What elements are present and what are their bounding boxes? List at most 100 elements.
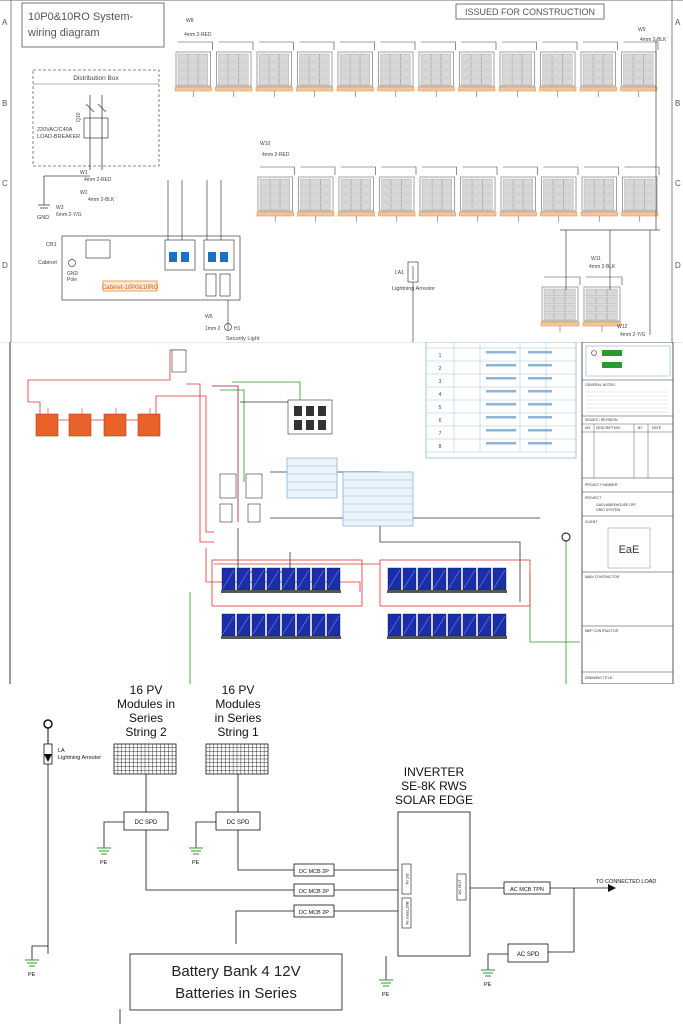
pv-module-blue [492,613,507,639]
w10-label: W10 [260,141,271,147]
w2-label: W2 [80,190,88,196]
battery-3 [103,413,127,437]
client-label: CLIENT [585,520,598,524]
pv-module-blue [281,613,296,639]
issued-stamp: ISSUED FOR CONSTRUCTION [465,7,595,17]
pe-label: PE [192,860,200,866]
string2-line4: String 2 [125,725,167,739]
dc-mcb-1-label: DC MCB 2P [299,869,329,875]
inverter-dc-port-label: DC IN [405,874,410,885]
pv-module-blue [326,567,341,593]
pv-module [539,41,578,97]
pv-module-string-2 [113,743,177,775]
inverter-line3: SOLAR EDGE [395,793,473,807]
pv-module-blue [281,567,296,593]
dc-spd-string2-label: DC SPD [135,820,158,826]
pv-module-blue [221,613,236,639]
pv-module-blue [432,613,447,639]
pv-array-row-2 [256,166,660,222]
title-box [21,2,165,48]
cb1-label: CB1 [46,242,57,248]
string1-line1: 16 PV [222,684,255,697]
ac-mcb-label: AC MCB TPN [510,887,544,893]
string1-line4: String 1 [217,725,259,739]
ground-icon: PE [379,974,393,998]
client-logo-box [607,527,651,569]
w3-label: W3 [56,205,64,211]
title-line-2: wiring diagram [27,27,100,39]
ground-icon: PE [189,842,203,866]
security-light: Security Light [226,336,260,342]
load-breaker [83,117,109,139]
pv-module [540,276,581,332]
pe-label: PE [28,972,36,978]
bom-row-number: 8 [439,444,442,450]
w8-label: W8 [186,18,194,24]
pv-module-blue [447,613,462,639]
pe-label: PE [100,860,108,866]
pv-module-blue [236,567,251,593]
mep-contractor: MEP CONTRACTOR [585,629,619,633]
ac-mcb [503,881,551,895]
string2-line2: Modules in [117,697,175,711]
grid-row-b: B [2,99,7,108]
pv-module-blue [221,567,236,593]
title-block: GENERAL NOTES: ISSUES / REVISION NO. DES… [581,342,674,684]
pe-grounds: PE PE PE PE PE [25,842,495,998]
pv-module [620,41,659,97]
dc-spd-string1 [215,811,261,831]
pv-module-blue [266,613,281,639]
dc-mcb-2-label: DC MCB 2P [299,889,329,895]
dc-spd-string2 [123,811,169,831]
ground-icon: PE [481,964,495,988]
pv-module-blue [477,567,492,593]
inverter-dc-port [401,863,412,895]
wiring-diagram-panel: A B C D A B C D 10P0&10RO System- wiring… [0,0,683,342]
w8-spec: 4mm 2-RED [184,32,212,38]
pv-module-blue [462,613,477,639]
rev-date: DATE [652,426,662,430]
general-notes: GENERAL NOTES: [585,383,616,387]
grid-row-c: C [2,179,8,188]
bom-row-number: 1 [439,353,442,359]
w9-label: W9 [638,27,646,33]
project-label: PROJECT [585,496,602,500]
pv-module [582,276,623,332]
battery-2 [68,413,92,437]
pv-module-blue [296,567,311,593]
pv-module [337,166,376,222]
string1-line3: in Series [215,711,262,725]
connected-load-label: TO CONNECTED LOAD [596,879,656,885]
w11-spec: 4mm 2-BLK [589,264,616,270]
bom-row-number: 7 [439,431,442,437]
dc-mcb-3 [293,904,335,918]
light-wire-spec: 1mm 2 [205,326,221,332]
dc-spd-string1-label: DC SPD [227,820,250,826]
wiring-diagram-svg: A B C D A B C D 10P0&10RO System- wiring… [0,0,683,342]
battery-bank [27,358,190,437]
pv-module [378,166,417,222]
battery-4 [137,413,161,437]
battery-bank-line1: Battery Bank 4 12V [171,963,300,980]
pv-module [458,41,497,97]
gnd-pole-1: GND [67,271,79,277]
bom-row-number: 6 [439,418,442,424]
pv-array-row-1 [174,41,659,97]
issues-revision: ISSUES / REVISION [585,418,618,422]
w10-spec: 4mm 2-RED [262,152,290,158]
pv-module-blue [447,567,462,593]
cabinet-box [61,235,241,301]
inverter-battery-port-label: BATTERY IN [405,901,410,924]
pv-module [255,41,294,97]
pv-module-blue [296,613,311,639]
rev-by: BY [638,426,643,430]
cabinet-terminal [85,239,111,259]
pv-module-blue [251,567,266,593]
pv-module [297,166,336,222]
cabinet-name-box [102,280,158,292]
gnd-label: GND [37,215,49,221]
legend-table-2 [342,471,414,527]
legend-table-1 [286,457,338,499]
dc-wiring [169,349,580,684]
